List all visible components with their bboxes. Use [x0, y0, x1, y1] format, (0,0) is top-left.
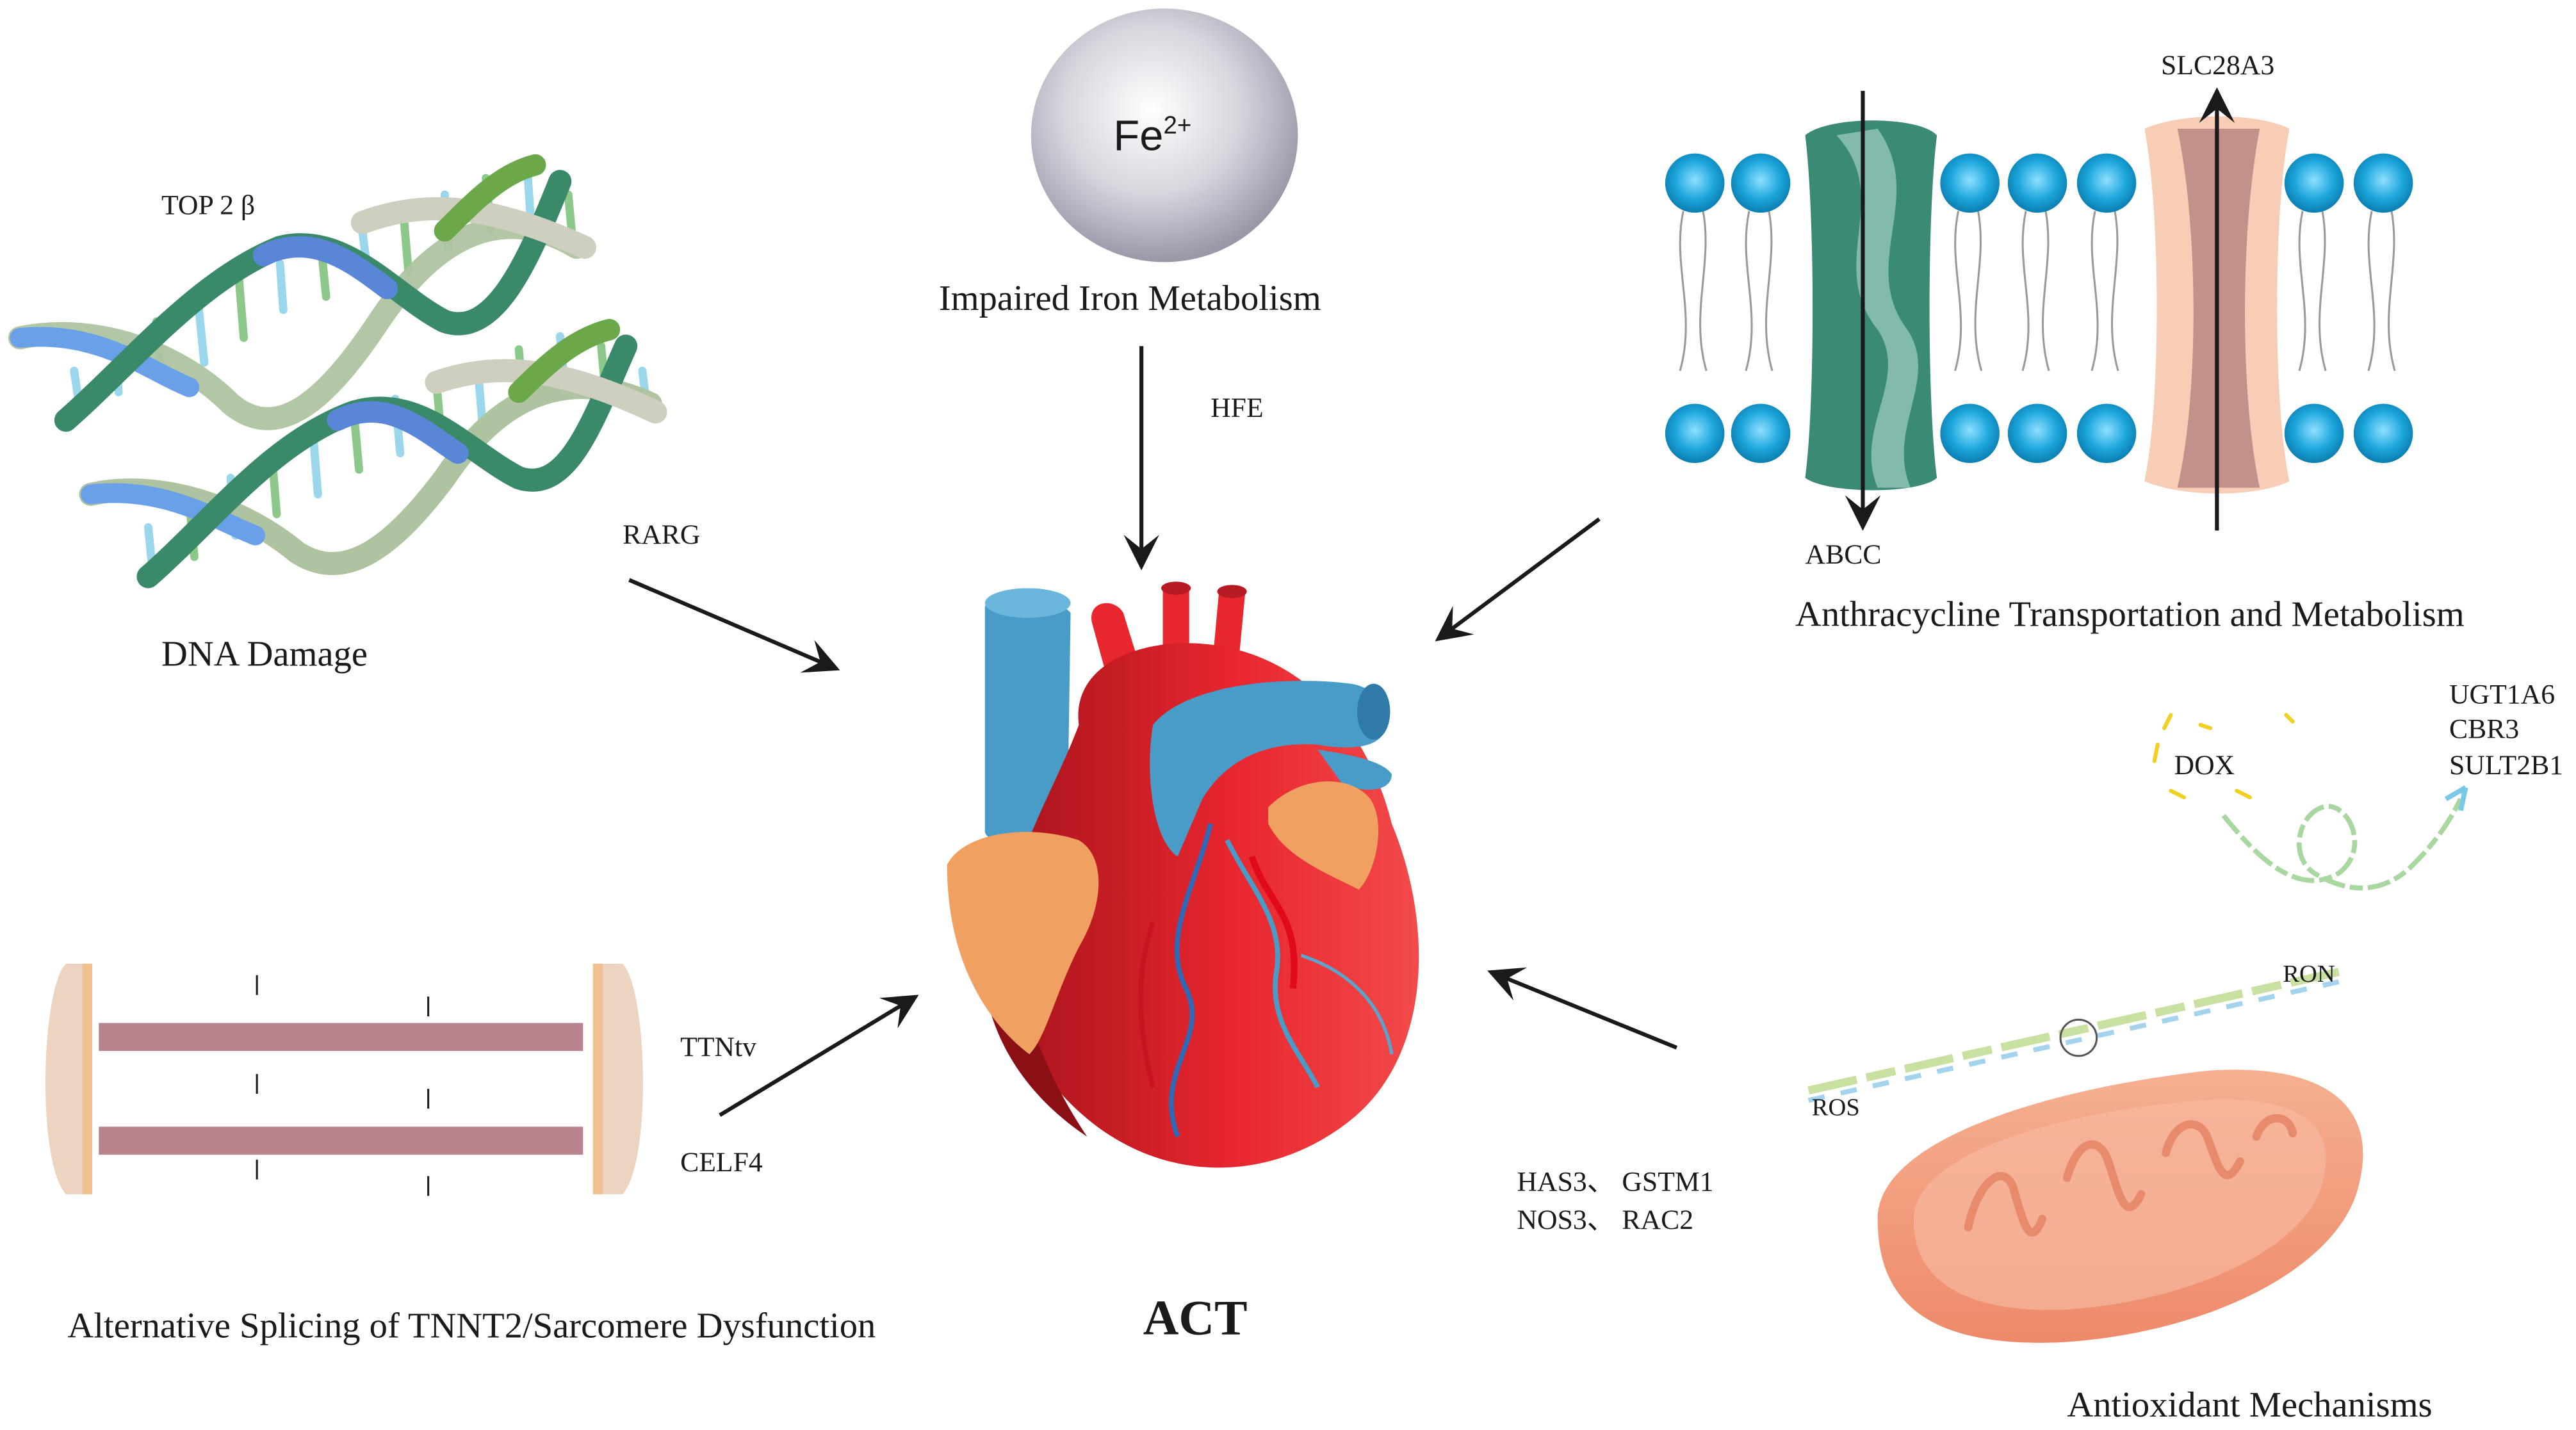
fe-label: Fe2+	[1113, 111, 1191, 159]
act-title: ACT	[1143, 1290, 1248, 1345]
fe-charge: 2+	[1163, 112, 1191, 140]
rarg-label: RARG	[623, 519, 700, 550]
top2b-label: TOP 2 β	[161, 190, 255, 221]
sarcomere-icon	[45, 963, 643, 1196]
slc-label: SLC28A3	[2161, 50, 2274, 81]
antioxidant-title: Antioxidant Mechanisms	[2067, 1385, 2432, 1425]
sult-label: SULT2B1	[2449, 750, 2563, 781]
anthracycline-title: Anthracycline Transportation and Metabol…	[1795, 595, 2465, 635]
rarg-arrow	[628, 578, 840, 673]
hfe-label: HFE	[1211, 393, 1264, 423]
abcc-label: ABCC	[1805, 539, 1881, 570]
cbr-label: CBR3	[2449, 714, 2519, 745]
iron-sphere-icon	[1031, 8, 1298, 263]
dox-label: DOX	[2174, 750, 2235, 781]
heart-icon	[947, 581, 1419, 1168]
mitochondrion-icon	[1877, 1069, 2363, 1343]
antioxidant-arrow	[1487, 967, 1678, 1050]
dox-metabolism-icon	[2152, 713, 2468, 891]
sarcomere-arrow	[719, 995, 919, 1117]
alt-splicing-title: Alternative Splicing of TNNT2/Sarcomere …	[67, 1306, 876, 1346]
cell-membrane-icon	[1665, 116, 2413, 494]
ron-label: RON	[2283, 961, 2335, 987]
dna-damage-title: DNA Damage	[161, 634, 368, 674]
nos3-label: NOS3、 RAC2	[1517, 1205, 1693, 1235]
dna-helix-icon	[8, 154, 667, 589]
celf4-label: CELF4	[680, 1147, 763, 1178]
ttntv-label: TTNtv	[680, 1032, 756, 1062]
ros-ron-fiber-icon	[1807, 968, 2340, 1103]
has3-label: HAS3、 GSTM1	[1517, 1167, 1713, 1198]
iron-title: Impaired Iron Metabolism	[939, 279, 1321, 318]
anthracycline-arrow	[1435, 517, 1601, 642]
ros-label: ROS	[1812, 1094, 1860, 1121]
fe-symbol: Fe	[1113, 111, 1163, 159]
ugt-label: UGT1A6	[2449, 679, 2555, 710]
